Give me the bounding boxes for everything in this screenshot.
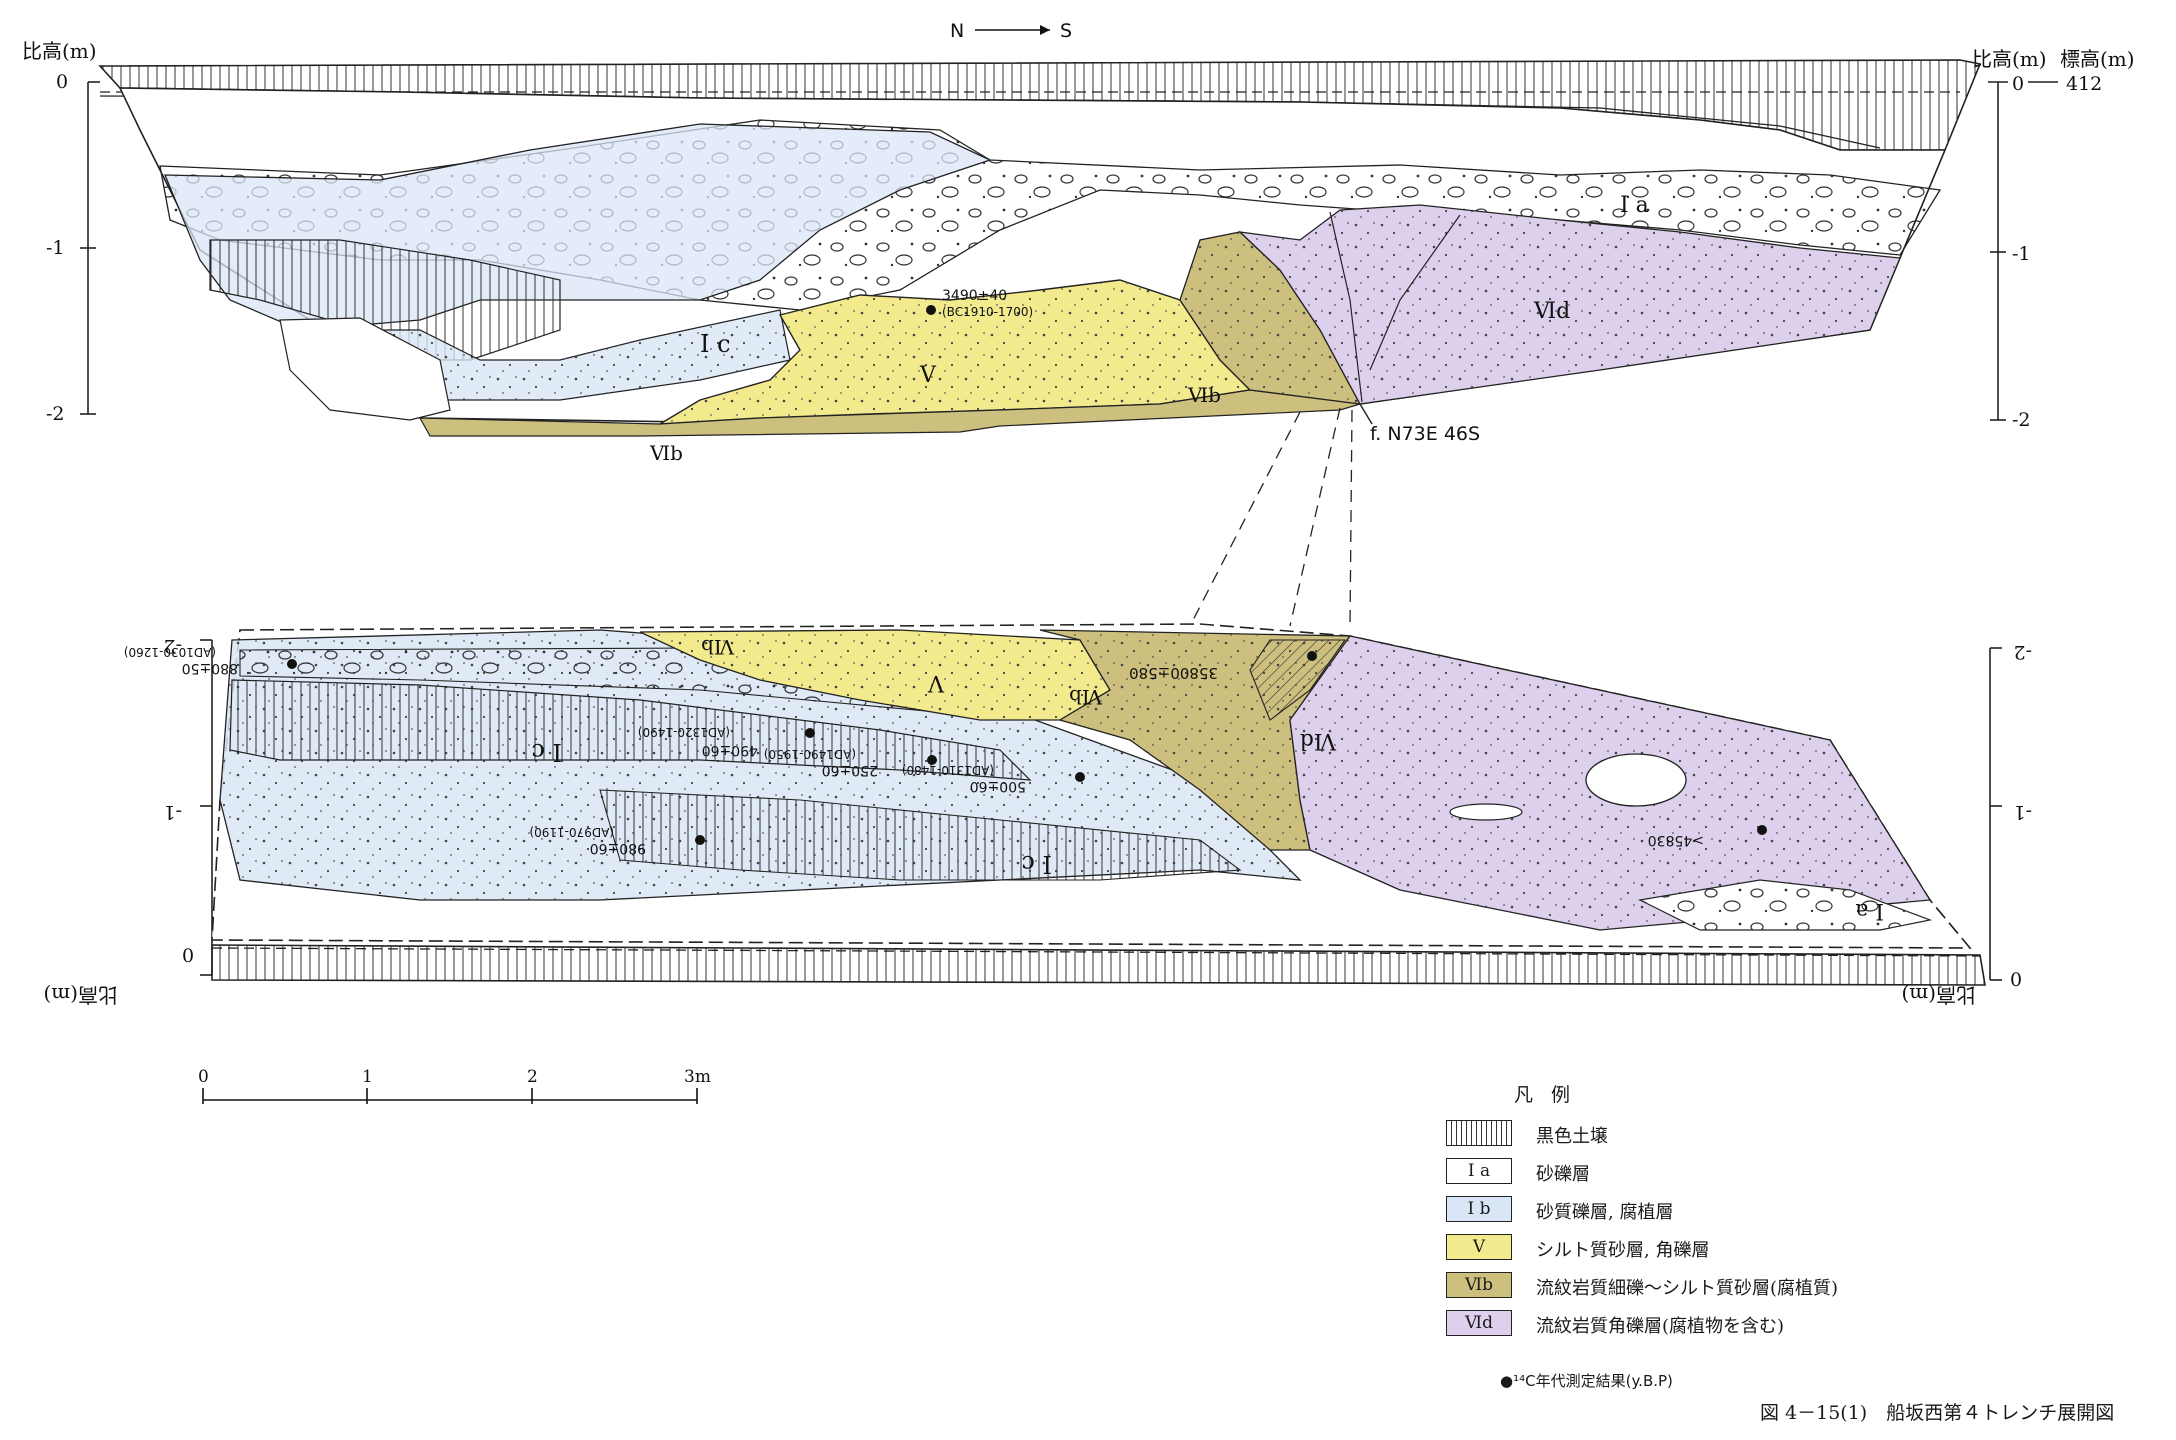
- orientation-s: S: [1060, 20, 1072, 42]
- lower-tick-right-2: -2: [2013, 641, 2032, 663]
- tick-right-1: -1: [2012, 243, 2031, 265]
- lower-label-vid: Ⅵd: [1300, 728, 1337, 753]
- lower-axis-left: 比高(m): [43, 983, 118, 1007]
- lower-date-3: 250±60: [822, 762, 878, 778]
- lower-date-4-sub: (AD1310-1480): [902, 763, 994, 777]
- scale-label-2: 2: [527, 1067, 538, 1087]
- lower-date-1-sub: (AD1030-1260): [124, 645, 216, 659]
- legend-item-ib: I b 砂質礫層, 腐植層: [1440, 1196, 1880, 1226]
- tick-left-1: -1: [46, 237, 65, 259]
- upper-date-main: 3490±40: [942, 288, 1007, 304]
- lower-tick-left-0: 0: [182, 945, 194, 967]
- lower-date-2: 490±60: [702, 742, 758, 758]
- upper-label-ia: I a: [1620, 193, 1649, 218]
- legend-label: 流紋岩質細礫～シルト質砂層(腐植質): [1536, 1278, 1839, 1299]
- legend-label: 砂礫層: [1536, 1164, 1590, 1185]
- tick-left-2: -2: [46, 403, 65, 425]
- scale-label-1: 1: [362, 1067, 373, 1087]
- right-elev-title: 標高(m): [2060, 47, 2135, 71]
- connector-lines: [1189, 407, 1353, 627]
- legend-label: 黒色土壌: [1536, 1126, 1608, 1147]
- lower-label-ic-bot: I c: [1021, 850, 1052, 878]
- lower-date-5: 980±60: [590, 840, 646, 856]
- legend-swatch: Ⅵd: [1446, 1310, 1512, 1336]
- lower-label-ic-top: I c: [531, 738, 562, 766]
- lower-date-2-sub: (AD1320-1490): [638, 725, 730, 739]
- legend-item-ia: I a 砂礫層: [1440, 1158, 1880, 1188]
- lower-date-3-sub: (AD1490-1950): [764, 747, 856, 761]
- lower-date-4: 500±60: [970, 778, 1026, 794]
- lower-section: -2 -1 0 -2 -1 0 比高(m) 比高(m) I c I c V Ⅵb…: [43, 623, 2032, 1007]
- upper-label-v: V: [919, 363, 937, 388]
- scale-bar: 0 1 2 3m: [198, 1067, 711, 1104]
- legend-item-vid: Ⅵd 流紋岩質角礫層(腐植物を含む): [1440, 1310, 1880, 1340]
- upper-date-sub: (BC1910-1700): [942, 305, 1033, 319]
- upper-section: 0 -1 -2 0 -1 -2 412 I a I c V Ⅵb Ⅵb Ⅵd 3…: [46, 59, 2102, 465]
- upper-label-vid: Ⅵd: [1533, 299, 1570, 324]
- lower-date-7: >45830: [1648, 832, 1704, 848]
- lower-tick-left-1: -1: [163, 801, 182, 823]
- legend-label: 流紋岩質角礫層(腐植物を含む): [1536, 1316, 1785, 1337]
- lower-tick-left-2: -2: [163, 635, 182, 657]
- legend-swatch: I b: [1446, 1196, 1512, 1222]
- lower-label-vib-top: Ⅵb: [701, 635, 735, 659]
- lower-label-vib-mid: Ⅵb: [1069, 685, 1103, 709]
- legend-swatch: V: [1446, 1234, 1512, 1260]
- upper-label-ic: I c: [700, 330, 731, 358]
- c14-footnote: ●¹⁴C年代測定結果(y.B.P): [1500, 1372, 1673, 1390]
- tick-right-2: -2: [2012, 409, 2031, 431]
- elev-value: 412: [2066, 73, 2102, 95]
- lower-tick-right-0: 0: [2010, 969, 2022, 991]
- fault-label: f. N73E 46S: [1370, 423, 1480, 445]
- legend-swatch: Ⅵb: [1446, 1272, 1512, 1298]
- lower-axis-right: 比高(m): [1901, 983, 1976, 1007]
- right-axis-title: 比高(m): [1972, 47, 2047, 71]
- lower-date-6: 35800±580: [1129, 664, 1218, 682]
- lower-date-1: 880±50: [182, 660, 238, 676]
- legend-item-vib: Ⅵb 流紋岩質細礫～シルト質砂層(腐植質): [1440, 1272, 1880, 1302]
- left-axis-title: 比高(m): [22, 39, 97, 63]
- scale-label-0: 0: [198, 1067, 209, 1087]
- upper-label-vib-bottom: Ⅵb: [649, 441, 683, 465]
- lower-tick-right-1: -1: [2013, 801, 2032, 823]
- tick-left-0: 0: [56, 71, 68, 93]
- figure-caption: 図 4－15(1) 船坂西第４トレンチ展開図: [1760, 1402, 2115, 1424]
- upper-label-vib: Ⅵb: [1187, 383, 1221, 407]
- legend-item-v: V シルト質砂層, 角礫層: [1440, 1234, 1880, 1264]
- lower-label-v: V: [927, 670, 945, 695]
- legend-label: 砂質礫層, 腐植層: [1536, 1202, 1674, 1223]
- legend-label: シルト質砂層, 角礫層: [1536, 1240, 1710, 1261]
- tick-right-0: 0: [2012, 73, 2024, 95]
- lower-label-ia: I a: [1855, 898, 1884, 923]
- legend-item-black-soil: 黒色土壌: [1440, 1120, 1880, 1150]
- sample-dot-upper: [926, 305, 936, 315]
- orientation-n: N: [950, 20, 964, 42]
- scale-label-3m: 3m: [684, 1067, 711, 1087]
- legend-swatch: [1446, 1120, 1512, 1146]
- lower-date-5-sub: (AD970-1190): [529, 825, 614, 839]
- legend-swatch: I a: [1446, 1158, 1512, 1184]
- legend-title: 凡 例: [1514, 1084, 1577, 1106]
